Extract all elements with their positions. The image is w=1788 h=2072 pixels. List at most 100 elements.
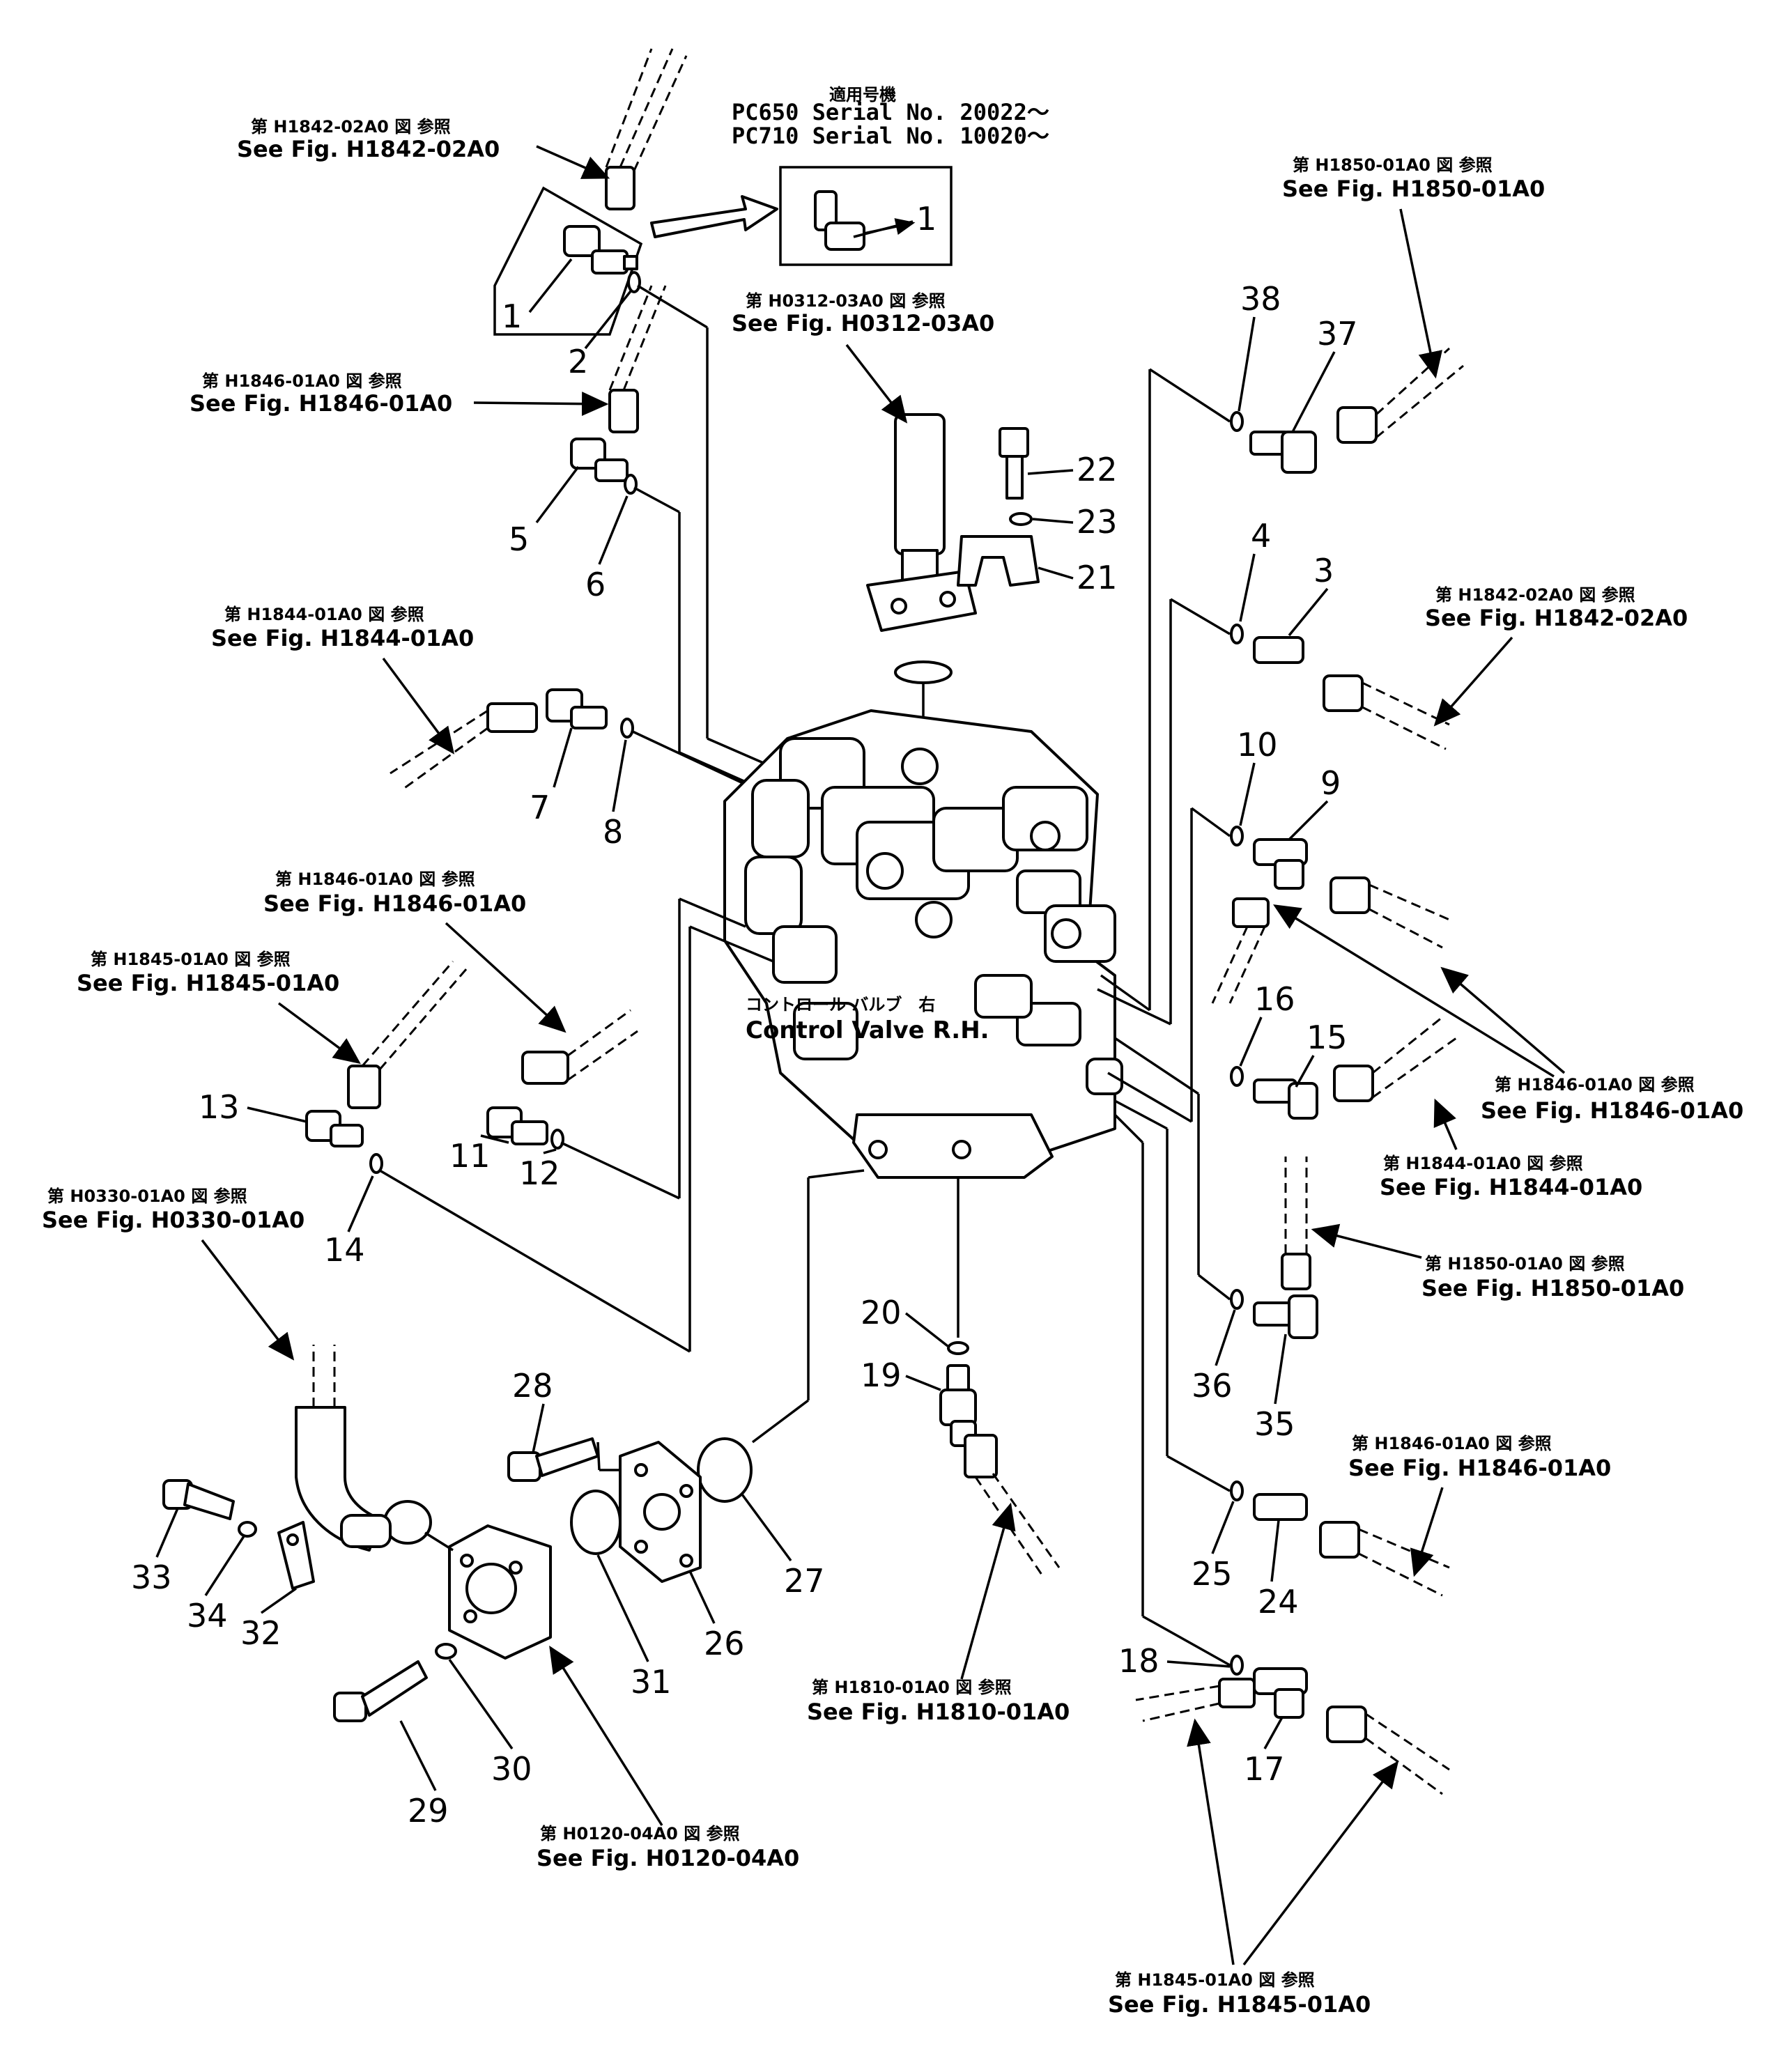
applicability-line-1: PC650 Serial No. 20022～: [732, 99, 1049, 125]
svg-text:第 H0120-04A0 図 参照: 第 H0120-04A0 図 参照: [540, 1824, 740, 1843]
applicability-line-2: PC710 Serial No. 10020～: [732, 123, 1049, 149]
connection-line: [1100, 974, 1151, 1012]
fitting-group-17-18: [1113, 1113, 1450, 1795]
svg-text:See Fig. H1842-02A0: See Fig. H1842-02A0: [1425, 605, 1688, 631]
svg-text:See Fig. H1846-01A0: See Fig. H1846-01A0: [1481, 1097, 1743, 1124]
o-ring-25: [1230, 1480, 1244, 1501]
ref-h1850-right: 第 H1850-01A0 図 参照 See Fig. H1850-01A0: [1311, 1223, 1684, 1301]
bolt-28: [507, 1437, 599, 1482]
hose-end-h1844-right: [1333, 1016, 1457, 1102]
svg-text:第 H0312-03A0 図 参照: 第 H0312-03A0 図 参照: [746, 291, 946, 311]
part-number-30: 30: [491, 1750, 532, 1788]
part-number-33: 33: [131, 1559, 172, 1596]
suction-pipe-h0312: [866, 413, 977, 632]
ref-h1846-right-2: 第 H1846-01A0 図 参照 See Fig. H1846-01A0: [1348, 1434, 1611, 1577]
connection-line: [751, 1399, 810, 1444]
connector-3: [1253, 636, 1304, 664]
control-valve-label: コントロール バルブ 右 Control Valve R.H.: [746, 995, 989, 1044]
elbow-fitting-5: [570, 438, 629, 482]
fitting-group-11-12: [486, 897, 746, 1200]
svg-text:See Fig. H1846-01A0: See Fig. H1846-01A0: [263, 890, 526, 917]
connection-line: [596, 1441, 601, 1471]
pipe-h0330: [295, 1345, 392, 1552]
ref-h1845-left: 第 H1845-01A0 図 参照 See Fig. H1845-01A0: [77, 950, 361, 1065]
o-ring-12: [550, 1129, 564, 1150]
option-box: [779, 166, 953, 266]
ref-h1842-right: 第 H1842-02A0 図 参照 See Fig. H1842-02A0: [1425, 585, 1688, 727]
ref-h1810: 第 H1810-01A0 図 参照 See Fig. H1810-01A0: [807, 1502, 1070, 1725]
hose-end-h1846-l2: [521, 1009, 638, 1085]
hose-end-h1842-right: [1323, 674, 1450, 750]
part-number-10: 10: [1237, 726, 1278, 764]
ref-h1845-bottom: 第 H1845-01A0 図 参照 See Fig. H1845-01A0: [1108, 1718, 1399, 2018]
elbow-fitting-15: [1253, 1078, 1318, 1120]
o-ring-31: [570, 1490, 622, 1555]
ref-h1846-left-1: 第 H1846-01A0 図 参照 See Fig. H1846-01A0: [190, 371, 609, 417]
part-number-3: 3: [1313, 552, 1334, 589]
o-ring-20: [947, 1341, 969, 1355]
o-ring-2: [627, 271, 641, 293]
flange-block-26: [619, 1441, 702, 1583]
o-ring-38: [1230, 411, 1244, 432]
svg-text:第 H1846-01A0 図 参照: 第 H1846-01A0 図 参照: [202, 371, 402, 391]
ref-h1844-left: 第 H1844-01A0 図 参照 See Fig. H1844-01A0: [211, 605, 474, 755]
reference-labels: 第 H1842-02A0 図 参照 See Fig. H1842-02A0 第 …: [42, 117, 1743, 2018]
svg-text:See Fig. H1845-01A0: See Fig. H1845-01A0: [77, 970, 339, 996]
control-valve-body: [723, 709, 1123, 1179]
o-ring-18: [1230, 1655, 1244, 1676]
part-number-labels: 1 1 2 3 4 5 6 7 8 9 10 11 12 13 14 15 16…: [131, 200, 1358, 1830]
svg-text:第 H1844-01A0 図 参照: 第 H1844-01A0 図 参照: [1383, 1154, 1583, 1173]
part-number-15: 15: [1307, 1019, 1348, 1056]
control-valve-label-jp: コントロール バルブ 右: [746, 995, 935, 1014]
svg-text:See Fig. H1850-01A0: See Fig. H1850-01A0: [1421, 1275, 1684, 1301]
fitting-group-7-8: [390, 688, 767, 796]
ref-h1846-right-1: 第 H1846-01A0 図 参照 See Fig. H1846-01A0: [1273, 904, 1743, 1124]
elbow-fitting-1: [563, 225, 638, 275]
ref-h0330: 第 H0330-01A0 図 参照 See Fig. H0330-01A0: [42, 1186, 305, 1361]
half-clamp-32: [277, 1521, 315, 1590]
bolt-33: [162, 1479, 235, 1520]
part-number-12: 12: [519, 1154, 560, 1192]
o-ring-16: [1230, 1066, 1244, 1087]
connection-line: [379, 1169, 691, 1353]
pump-assembly: [162, 1169, 865, 1722]
svg-text:See Fig. H1844-01A0: See Fig. H1844-01A0: [211, 625, 474, 651]
svg-text:See Fig. H0120-04A0: See Fig. H0120-04A0: [537, 1845, 799, 1871]
svg-text:See Fig. H1846-01A0: See Fig. H1846-01A0: [1348, 1455, 1611, 1481]
svg-text:第 H1846-01A0 図 参照: 第 H1846-01A0 図 参照: [275, 869, 475, 889]
fitting-group-9-10: [1107, 807, 1450, 1123]
ref-h1844-right: 第 H1844-01A0 図 参照 See Fig. H1844-01A0: [1380, 1098, 1642, 1200]
part-number-27: 27: [784, 1562, 825, 1600]
connection-line: [424, 1531, 454, 1552]
svg-text:第 H1810-01A0 図 参照: 第 H1810-01A0 図 参照: [812, 1678, 1012, 1697]
elbow-fitting-13: [305, 1110, 364, 1147]
part-number-19: 19: [861, 1356, 902, 1394]
svg-text:See Fig. H1810-01A0: See Fig. H1810-01A0: [807, 1699, 1070, 1725]
o-ring-top: [894, 660, 953, 684]
svg-text:第 H1850-01A0 図 参照: 第 H1850-01A0 図 参照: [1293, 155, 1493, 175]
part-number-25: 25: [1192, 1555, 1233, 1593]
hose-end-upper-left: [605, 48, 688, 210]
o-ring-14: [369, 1153, 383, 1174]
part-number-13: 13: [199, 1088, 240, 1126]
part-leader-lines: [155, 220, 1336, 1791]
svg-text:See Fig. H1850-01A0: See Fig. H1850-01A0: [1282, 176, 1545, 202]
connection-line: [1113, 1113, 1144, 1144]
fitting-group-19-20: [939, 1177, 1061, 1575]
svg-text:第 H1842-02A0 図 参照: 第 H1842-02A0 図 参照: [251, 117, 451, 137]
o-ring-27: [697, 1437, 753, 1503]
hose-end-17-left: [1135, 1678, 1256, 1722]
part-number-20: 20: [861, 1294, 902, 1331]
connection-line: [560, 1141, 680, 1200]
hose-end-h1846-r2: [1319, 1521, 1450, 1597]
ref-h1846-left-2: 第 H1846-01A0 図 参照 See Fig. H1846-01A0: [263, 869, 567, 1033]
half-clamp-21: [957, 535, 1040, 587]
hose-end-h1845-l: [347, 961, 468, 1109]
ref-h1850-top-right: 第 H1850-01A0 図 参照 See Fig. H1850-01A0: [1282, 155, 1545, 379]
elbow-fitting-19: [939, 1364, 977, 1447]
washer-23: [1009, 512, 1033, 526]
connection-line: [1114, 1099, 1168, 1130]
part-number-5: 5: [509, 520, 529, 558]
part-number-35: 35: [1254, 1405, 1295, 1443]
part-number-4: 4: [1251, 517, 1271, 555]
